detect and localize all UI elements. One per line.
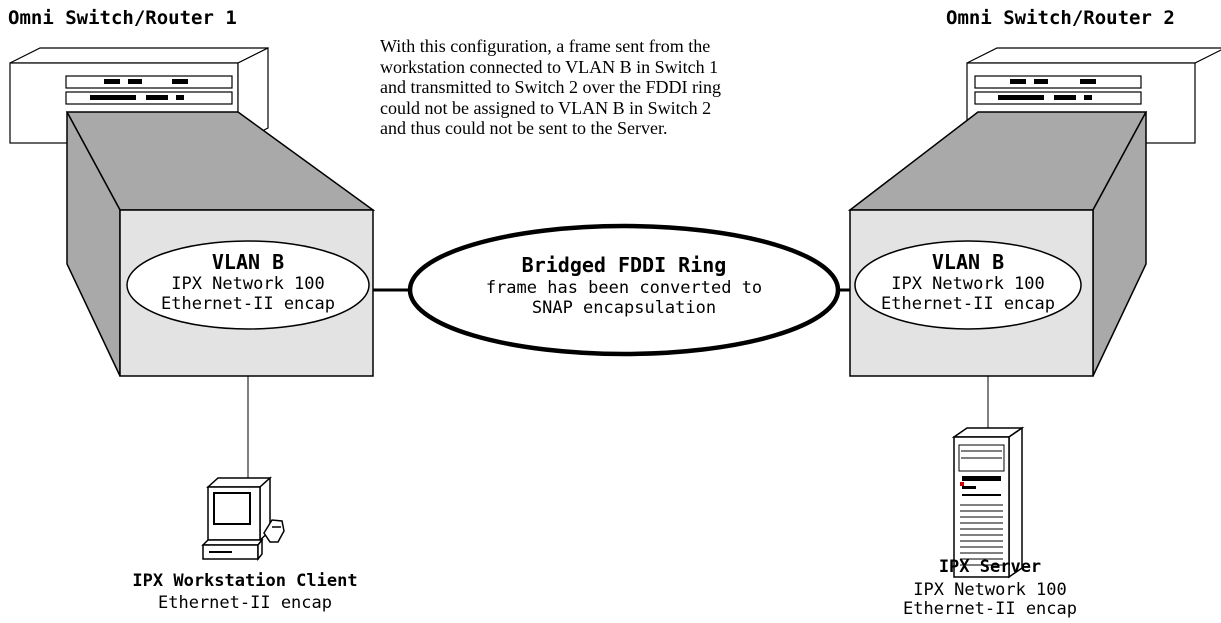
server-tower-icon	[951, 426, 1025, 579]
switch2-slot-1	[974, 75, 1142, 89]
note-line-3: and transmitted to Switch 2 over the FDD…	[380, 77, 721, 97]
vlan-right-encap: Ethernet-II encap	[881, 294, 1055, 314]
switch2-ports	[998, 79, 1096, 100]
switch1-chassis-top	[9, 47, 269, 64]
configuration-note: With this configuration, a frame sent fr…	[380, 36, 870, 139]
ring-line-2: SNAP encapsulation	[531, 298, 717, 318]
vlan-b-right-ellipse	[854, 240, 1082, 330]
server-encap: Ethernet-II encap	[903, 599, 1077, 619]
fddi-ring-ellipse	[407, 223, 841, 357]
vlan-b-left-ellipse	[126, 240, 370, 330]
switch2-title: Omni Switch/Router 2	[946, 7, 1175, 29]
vlan-left-network: IPX Network 100	[171, 274, 325, 294]
ring-title: Bridged FDDI Ring	[521, 253, 727, 277]
note-line-4: could not be assigned to VLAN B in Switc…	[380, 97, 712, 118]
note-line-2: workstation connected to VLAN B in Switc…	[380, 56, 719, 77]
fddi-ring	[373, 223, 850, 357]
switch1-title: Omni Switch/Router 1	[8, 7, 237, 29]
switch2-chassis-top	[966, 47, 1221, 64]
switch1-ports	[90, 79, 188, 100]
vlan-left-encap: Ethernet-II encap	[161, 294, 335, 314]
vlan-right-network: IPX Network 100	[891, 274, 1045, 294]
switch2-vlan-box	[847, 111, 1148, 377]
note-line-1: With this configuration, a frame sent fr…	[380, 36, 711, 56]
vlan-right-name: VLAN B	[931, 250, 1005, 274]
workstation-encap: Ethernet-II encap	[158, 593, 332, 613]
workstation-title: IPX Workstation Client	[132, 571, 358, 591]
workstation-computer-icon	[201, 476, 285, 562]
switch1-slot-1	[65, 75, 233, 89]
server-vents	[960, 504, 1003, 566]
server-network: IPX Network 100	[913, 580, 1067, 600]
server-title: IPX Server	[938, 557, 1042, 577]
ring-line-1: frame has been converted to	[485, 278, 763, 298]
vlan-left-name: VLAN B	[211, 250, 285, 274]
switch1-vlan-box	[65, 111, 376, 377]
note-line-5: and thus could not be sent to the Server…	[380, 118, 668, 138]
